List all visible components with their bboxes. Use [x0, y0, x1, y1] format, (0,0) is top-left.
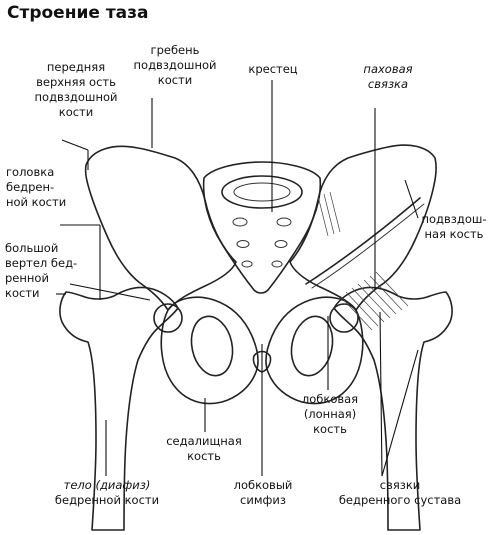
left-obturator-foramen	[190, 315, 234, 377]
label-inguinal-ligament: паховая связка	[363, 62, 413, 91]
label-pubic-symphysis: лобковый симфиз	[233, 478, 293, 507]
label-pubis: лобковая (лонная) кость	[301, 392, 359, 436]
right-hip-bone-lower	[265, 296, 364, 405]
sacrum	[202, 161, 322, 294]
diagram-title: Строение таза	[7, 3, 149, 23]
sacral-base	[221, 175, 303, 209]
right-femur	[333, 286, 453, 531]
left-hip-bone-lower	[160, 296, 259, 405]
left-ilium	[84, 145, 237, 311]
label-greater-trochanter: большой вертел бед- ренной кости	[5, 241, 78, 300]
inguinal-ligament	[305, 197, 421, 285]
label-asis: передняя верхняя ость подвздошной кости	[34, 60, 118, 119]
sacral-foramina	[232, 217, 292, 268]
label-ilium: подвздош- ная кость	[421, 212, 487, 241]
hip-ligament-hatching	[317, 191, 409, 331]
right-obturator-foramen	[290, 315, 334, 377]
right-femoral-head	[329, 303, 359, 333]
left-femoral-head	[153, 303, 183, 333]
label-sacrum: крестец	[248, 62, 298, 76]
label-ischium: седалищная кость	[166, 434, 242, 463]
right-ilium	[289, 144, 437, 311]
label-iliac-crest: гребень подвздошной кости	[133, 43, 217, 87]
sacral-base-inner	[233, 182, 291, 202]
label-hip-ligaments: связки бедренного сустава	[338, 478, 462, 507]
left-femur	[59, 286, 179, 531]
leader-lines	[56, 80, 419, 477]
label-femoral-head: головка бедрен- ной кости	[6, 165, 67, 209]
inguinal-ligament-inner	[311, 203, 425, 289]
label-femur-shaft: тело (диафиз) бедренной кости	[54, 478, 160, 507]
